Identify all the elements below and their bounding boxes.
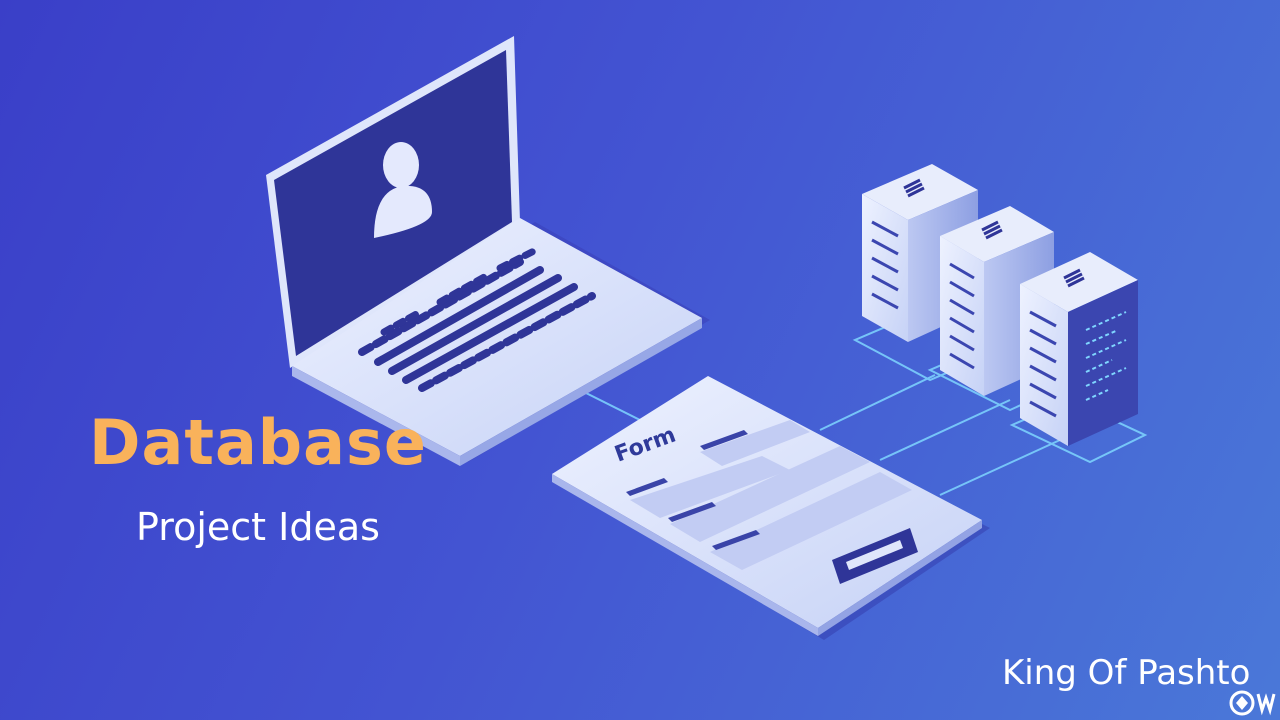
headline-subtitle: Project Ideas (136, 505, 380, 549)
laptop-icon (266, 36, 710, 466)
user-avatar-icon (374, 142, 432, 238)
headline-title: Database (89, 406, 427, 479)
server-icon (862, 164, 1138, 446)
submit-button-shape (832, 528, 918, 584)
channel-watermark: King Of Pashto (1002, 653, 1251, 693)
keyboard-icon (358, 246, 596, 392)
form-document-icon: Form (552, 376, 990, 640)
logo-badge-icon (1228, 686, 1280, 716)
